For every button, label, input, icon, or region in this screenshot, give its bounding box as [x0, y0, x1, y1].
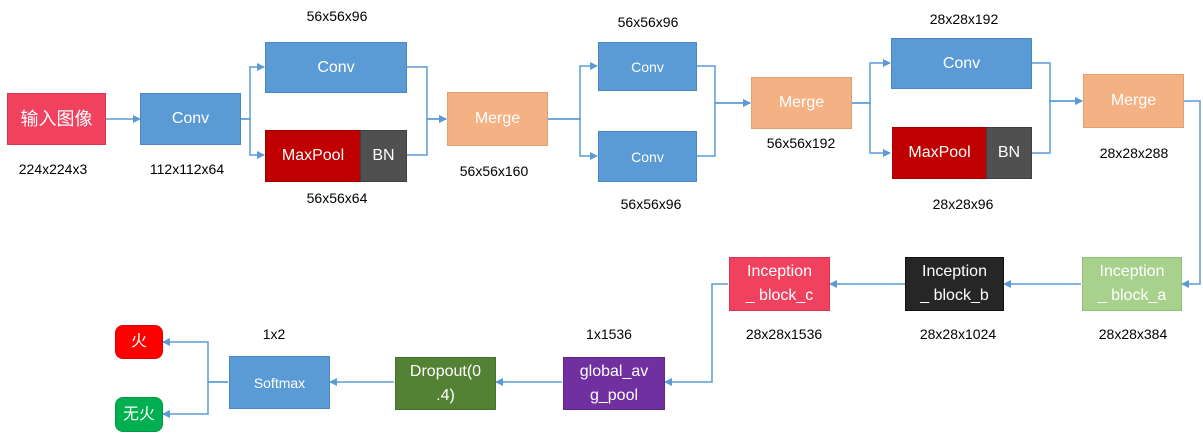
- softmax-node: Softmax: [229, 356, 330, 409]
- conv1-shape-label: 112x112x64: [149, 161, 225, 177]
- arrow-conv1-to-maxpool1: [241, 118, 265, 159]
- fire-output-node: 火: [115, 325, 163, 359]
- inception-c-node: Inception _ block_c: [729, 257, 830, 311]
- conv2-node: Conv: [265, 42, 407, 93]
- arrow-bn2-to-merge3: [1032, 97, 1083, 154]
- merge2-node: Merge: [751, 77, 852, 129]
- merge3-node: Merge: [1083, 74, 1184, 128]
- no-fire-output-node: 无火: [115, 397, 163, 432]
- inception-b-shape-label: 28x28x1024: [919, 326, 997, 342]
- arrow-conv1-to-conv2: [241, 63, 265, 120]
- arrow-conv3-to-merge2: [697, 65, 751, 107]
- arrow-merge2-to-maxpool2: [852, 102, 891, 157]
- arrow-conv5-to-merge3: [1032, 62, 1083, 105]
- input-image-node: 输入图像: [7, 93, 106, 145]
- global-avg-pool-node: global_av g_pool: [563, 357, 665, 410]
- global-avg-pool-label-line2: g_pool: [589, 386, 639, 404]
- maxpool2-node: MaxPool: [892, 127, 987, 179]
- conv3-shape-label: 56x56x96: [617, 14, 679, 30]
- inception-a-label-line2: _ block_a: [1097, 287, 1167, 304]
- dropout-node: Dropout(0 .4): [395, 357, 496, 410]
- dropout-label-line2: .4): [436, 386, 455, 404]
- inception-b-label-line2: _ block_b: [920, 287, 989, 304]
- conv5-shape-label: 28x28x192: [929, 11, 999, 27]
- input-shape-label: 224x224x3: [18, 161, 88, 177]
- conv4-shape-label: 56x56x96: [620, 196, 682, 212]
- inception-b-node: Inception _ block_b: [905, 257, 1004, 311]
- inception-c-label-line2: _ block_c: [745, 287, 814, 304]
- arrow-merge3-to-inception-a: [1181, 100, 1201, 288]
- arrow-softmax-to-fire: [162, 338, 228, 383]
- inception-a-shape-label: 28x28x384: [1098, 326, 1168, 342]
- inception-c-label-line1: Inception: [747, 263, 812, 280]
- arrow-merge1-to-conv4: [548, 118, 598, 160]
- arrow-bn1-to-merge1: [407, 115, 447, 156]
- maxpool2-shape-label: 28x28x96: [932, 196, 994, 212]
- arrow-inception-c-to-gap: [664, 283, 728, 386]
- merge1-shape-label: 56x56x160: [459, 163, 529, 179]
- arrow-conv2-to-merge1: [407, 66, 447, 123]
- maxpool1-node: MaxPool: [265, 130, 361, 182]
- inception-c-shape-label: 28x28x1536: [745, 326, 823, 342]
- conv5-node: Conv: [891, 38, 1032, 89]
- arrow-conv4-to-merge2: [697, 99, 751, 157]
- conv2-shape-label: 56x56x96: [306, 8, 368, 24]
- conv1-node: Conv: [140, 93, 241, 145]
- global-avg-pool-label-line1: global_av: [579, 362, 649, 380]
- arrow-merge2-to-conv5: [852, 59, 891, 104]
- merge2-shape-label: 56x56x192: [766, 135, 836, 151]
- softmax-shape-label: 1x2: [262, 326, 286, 342]
- merge3-shape-label: 28x28x288: [1099, 145, 1169, 161]
- inception-a-node: Inception _ block_a: [1082, 257, 1182, 311]
- arrow-softmax-to-nofire: [162, 381, 228, 418]
- bn2-node: BN: [986, 127, 1032, 179]
- merge1-node: Merge: [447, 92, 548, 146]
- inception-b-label-line1: Inception: [922, 263, 987, 280]
- arrow-merge1-to-conv3: [548, 62, 598, 120]
- inception-a-label-line1: Inception: [1099, 263, 1165, 280]
- conv3-node: Conv: [598, 42, 697, 91]
- global-avg-pool-shape-label: 1x1536: [586, 326, 632, 342]
- bn1-node: BN: [360, 130, 407, 182]
- conv4-node: Conv: [598, 131, 697, 182]
- dropout-label-line1: Dropout(0: [409, 362, 482, 380]
- maxpool1-shape-label: 56x56x64: [306, 190, 368, 206]
